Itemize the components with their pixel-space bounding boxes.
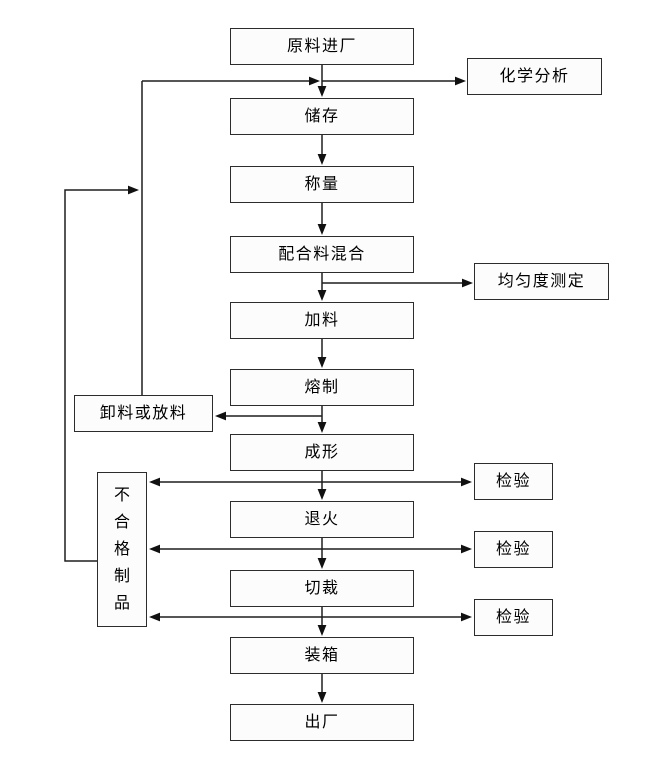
flow-step-batch-mixing: 配合料混合 — [230, 236, 414, 273]
flow-step-melting: 熔制 — [230, 369, 414, 406]
flow-step-shipping: 出厂 — [230, 704, 414, 741]
side-node-inspection-3: 检验 — [474, 599, 553, 636]
inspection-row-3 — [149, 612, 472, 622]
side-node-chemical-analysis: 化学分析 — [467, 58, 602, 95]
side-node-rejected-products: 不 合 格 制 品 — [97, 472, 147, 627]
flow-step-annealing: 退火 — [230, 501, 414, 538]
branch-uniformity-test — [322, 278, 473, 288]
flow-step-storage: 储存 — [230, 98, 414, 135]
inspection-row-2 — [149, 544, 472, 554]
branch-unloading — [215, 411, 322, 421]
flow-step-raw-material-entry: 原料进厂 — [230, 28, 414, 65]
side-node-uniformity-test: 均匀度测定 — [474, 263, 609, 300]
feedback-rejected-line — [64, 185, 139, 562]
flow-step-cutting: 切裁 — [230, 570, 414, 607]
flow-step-forming: 成形 — [230, 434, 414, 471]
flow-step-feeding: 加料 — [230, 302, 414, 339]
flow-step-packing: 装箱 — [230, 637, 414, 674]
branch-chemical-analysis — [322, 76, 466, 86]
flow-step-weighing: 称量 — [230, 166, 414, 203]
side-node-inspection-2: 检验 — [474, 531, 553, 568]
inspection-row-1 — [149, 477, 472, 487]
side-node-inspection-1: 检验 — [474, 463, 553, 500]
feedback-unloading-line — [141, 76, 320, 395]
side-node-unloading: 卸料或放料 — [74, 395, 213, 432]
main-flow-arrows — [317, 65, 327, 703]
